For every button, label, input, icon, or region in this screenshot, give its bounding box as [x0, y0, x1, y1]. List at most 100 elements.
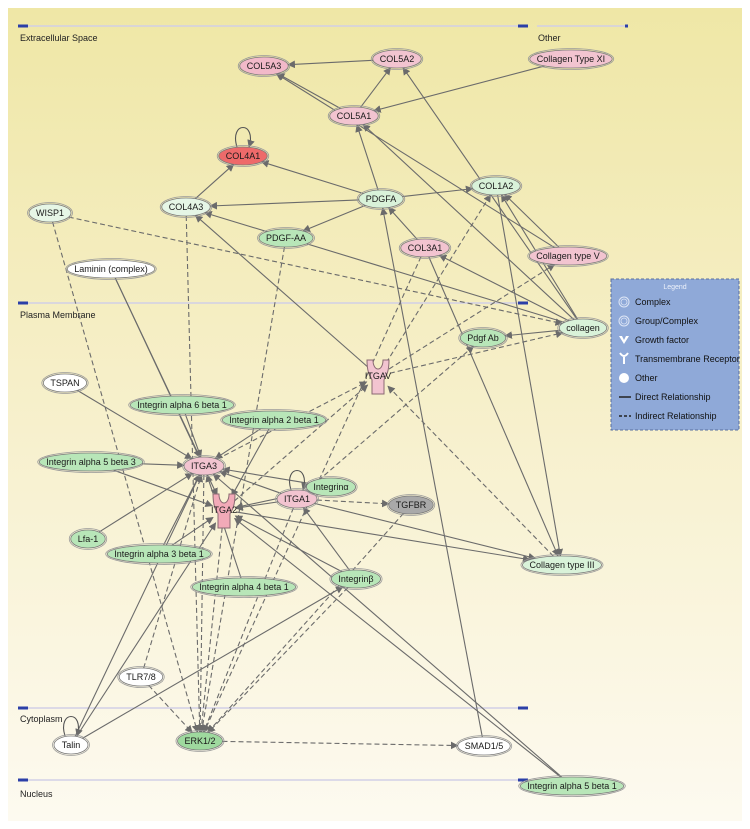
node-ellipse: [528, 246, 608, 266]
edge-indirect-ITGA1-to-PdgfAb: [305, 345, 475, 492]
edge-direct-COL5A1-to-COL5A2: [360, 67, 391, 108]
node-Ia4b1[interactable]: Integrin alpha 4 beta 1: [190, 576, 298, 598]
node-TGFBR[interactable]: TGFBR: [386, 494, 436, 516]
edge-direct-COL3A1-to-PDGFA: [388, 206, 418, 240]
node-label: Integrin alpha 3 beta 1: [114, 549, 204, 559]
node-TLR78[interactable]: TLR7/8: [117, 666, 165, 688]
node-Laminin[interactable]: Laminin (complex): [65, 258, 157, 280]
node-ellipse: [522, 555, 602, 575]
node-ellipse: [457, 736, 511, 756]
node-outer-ring: [398, 237, 452, 259]
node-COL4A1[interactable]: COL4A1: [216, 145, 270, 167]
node-COL5A1[interactable]: COL5A1: [327, 105, 381, 127]
region-label-extracellular: Extracellular Space: [20, 33, 98, 43]
node-label: TSPAN: [50, 378, 79, 388]
node-outer-ring: [527, 245, 609, 267]
node-Integrinb[interactable]: Integrinβ: [329, 568, 383, 590]
node-ellipse: [218, 146, 268, 166]
node-ITGA1[interactable]: ITGA1: [275, 488, 319, 510]
node-outer-ring: [329, 568, 383, 590]
node-outer-ring: [455, 735, 513, 757]
transmembrane-receptor-shape: [366, 359, 390, 395]
edge-direct-ITGA1-to-CollagenIII: [314, 502, 537, 561]
node-Ia5b1[interactable]: Integrin alpha 5 beta 1: [518, 775, 626, 797]
node-PDGFA[interactable]: PDGFA: [356, 188, 406, 210]
node-ITGAV[interactable]: ITGAV: [365, 359, 391, 395]
node-PdgfAb[interactable]: Pdgf Ab: [458, 327, 508, 349]
node-label: ITGA1: [284, 494, 310, 504]
edge-direct-COL5A1-to-COL5A3: [276, 73, 341, 109]
edge-indirect-COL3A1-to-ERK12: [203, 256, 422, 733]
node-label: collagen: [566, 323, 600, 333]
node-WISP1[interactable]: WISP1: [27, 202, 73, 224]
edge-direct-Ia5b3-to-ITGA3: [141, 461, 185, 469]
node-Lfa1[interactable]: Lfa-1: [68, 528, 108, 550]
legend-item-indirect: Indirect Relationship: [635, 411, 717, 421]
node-label: COL5A1: [337, 111, 372, 121]
node-label: ITGA2: [211, 505, 237, 515]
edge-direct-ITGAV-to-COL4A3: [194, 214, 369, 368]
edge-indirect-ITGAV-to-CollagenV: [388, 263, 556, 370]
node-outer-ring: [128, 394, 236, 416]
edge-indirect-ITGA1-to-TGFBR: [316, 499, 390, 508]
node-label: WISP1: [36, 208, 64, 218]
node-ellipse: [177, 731, 223, 751]
complex-icon: [618, 296, 630, 308]
edge-indirect-ITGA3-to-ERK12: [196, 474, 205, 733]
node-ellipse: [161, 197, 211, 217]
node-label: COL4A1: [226, 151, 261, 161]
node-Ia5b3[interactable]: Integrin alpha 5 beta 3: [37, 451, 145, 473]
node-label: COL3A1: [408, 243, 443, 253]
node-SMAD15[interactable]: SMAD1/5: [455, 735, 513, 757]
node-Ia2b1[interactable]: Integrin alpha 2 beta 1: [220, 409, 328, 431]
node-CollagenXI[interactable]: Collagen Type XI: [527, 48, 615, 70]
edge-direct-Ia5b3-to-ITGA2: [113, 469, 214, 508]
node-Ia3b1[interactable]: Integrin alpha 3 beta 1: [105, 543, 213, 565]
node-COL3A1[interactable]: COL3A1: [398, 237, 452, 259]
node-COL5A2[interactable]: COL5A2: [370, 48, 424, 70]
edge-indirect-ITGAV-to-collagen: [389, 330, 564, 374]
legend-title: Legend: [663, 284, 686, 291]
node-label: Integrin alpha 4 beta 1: [199, 582, 289, 592]
node-label: PDGFA: [366, 194, 397, 204]
node-outer-ring: [356, 188, 406, 210]
edge-direct-ITGA1-to-ITGA2: [235, 501, 279, 511]
node-TSPAN[interactable]: TSPAN: [41, 372, 89, 394]
node-Talin[interactable]: Talin: [52, 734, 90, 756]
node-COL1A2[interactable]: COL1A2: [469, 175, 523, 197]
edge-indirect-ITGA1-to-ERK12: [202, 507, 294, 733]
node-outer-ring: [41, 372, 89, 394]
node-label: Integrin alpha 5 beta 3: [46, 457, 136, 467]
node-outer-ring: [386, 494, 436, 516]
node-outer-ring: [68, 528, 108, 550]
edge-direct-collagen-to-COL3A1: [438, 254, 570, 322]
edge-direct-Lfa1-to-ITGA3: [98, 472, 194, 533]
node-label: Integrin alpha 5 beta 1: [527, 781, 617, 791]
edge-direct-PDGFA-to-COL4A1: [260, 160, 364, 195]
node-Ia6b1[interactable]: Integrin alpha 6 beta 1: [128, 394, 236, 416]
node-CollagenIII[interactable]: Collagen type III: [520, 554, 604, 576]
edge-direct-COL4A3-to-COL4A1: [194, 163, 235, 200]
legend-item-complex: Complex: [635, 297, 671, 307]
node-COL4A3[interactable]: COL4A3: [159, 196, 213, 218]
edge-direct-PDGFA-to-COL4A3: [209, 199, 359, 210]
node-label: PDGF-AA: [266, 233, 306, 243]
edge-direct-COL5A2-to-COL5A3: [287, 59, 374, 69]
node-Integrina[interactable]: Integrinα: [304, 476, 358, 498]
edge-direct-Ia3b1-to-ITGA3: [163, 474, 201, 546]
node-ellipse: [118, 667, 164, 687]
node-ITGA2[interactable]: ITGA2: [211, 493, 237, 529]
node-label: TLR7/8: [126, 672, 156, 682]
node-ERK12[interactable]: ERK1/2: [175, 730, 225, 752]
edge-direct-CollagenV-to-COL1A2: [504, 193, 560, 248]
edge-direct-CollagenV-to-COL5A3: [275, 73, 555, 249]
region-label-plasma-membrane: Plasma Membrane: [20, 310, 96, 320]
edge-indirect-COL4A3-to-ERK12: [185, 215, 204, 733]
node-COL5A3[interactable]: COL5A3: [237, 55, 291, 77]
node-PDGFAA[interactable]: PDGF-AA: [257, 227, 315, 249]
node-label: Talin: [62, 740, 81, 750]
node-ITGA3[interactable]: ITGA3: [182, 455, 226, 477]
node-collagen[interactable]: collagen: [557, 317, 609, 339]
node-CollagenV[interactable]: Collagen type V: [527, 245, 609, 267]
edge-direct-CollagenXI-to-COL5A1: [373, 65, 545, 113]
